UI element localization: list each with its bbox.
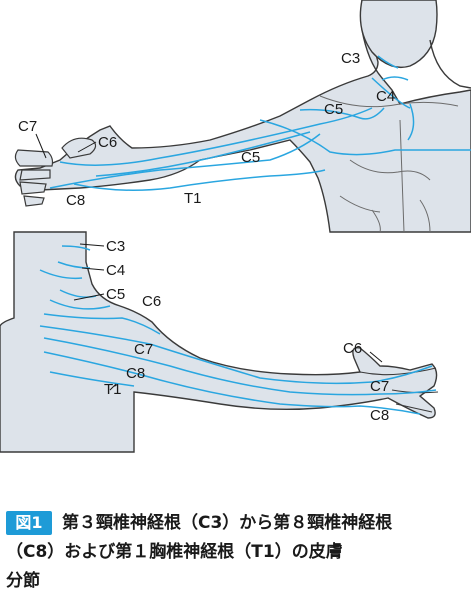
front-dermatome-lines (49, 55, 471, 191)
back-label-t1: T1 (104, 381, 122, 398)
front-hand (14, 137, 97, 207)
front-neck-right (429, 39, 471, 89)
back-label-c7-arm: C7 (134, 341, 153, 358)
figure-number-badge: 図1 (6, 511, 52, 535)
front-label-c5-arm: C5 (241, 149, 260, 166)
front-label-c4: C4 (376, 88, 395, 105)
front-label-c6: C6 (98, 134, 117, 151)
front-view: C3 C4 C5 C5 C6 C7 C8 T1 (14, 0, 471, 233)
caption-line-2: （C8）および第１胸椎神経根（T1）の皮膚 (6, 542, 343, 562)
back-label-c8-hand: C8 (370, 407, 389, 424)
front-label-c7: C7 (18, 118, 37, 135)
caption-text: 第３頸椎神経根（C3）から第８頸椎神経根 （C8）および第１胸椎神経根（T1）の… (6, 509, 462, 596)
back-leader-lines (73, 243, 383, 391)
back-view: C3 C4 C5 C6 C7 C8 T1 C6 C7 C8 (0, 231, 439, 453)
front-label-t1: T1 (184, 190, 202, 207)
dermatome-figure: C3 C4 C5 C5 C6 C7 C8 T1 C3 C4 C5 C6 (0, 0, 471, 453)
caption-line-1: 第３頸椎神経根（C3）から第８頸椎神経根 (62, 513, 393, 533)
back-label-c3: C3 (106, 238, 125, 255)
figure-caption: 図1 第３頸椎神経根（C3）から第８頸椎神経根 （C8）および第１胸椎神経根（T… (0, 505, 471, 602)
front-collarbone (319, 95, 459, 108)
front-head (359, 0, 438, 69)
front-chest-contour (339, 119, 431, 233)
back-label-c6-neck: C6 (142, 293, 161, 310)
front-leader-lines (35, 133, 97, 159)
front-label-c3: C3 (341, 50, 360, 67)
caption-line-3: 分節 (6, 571, 40, 591)
back-label-c6-hand: C6 (343, 340, 362, 357)
front-label-c5-shoulder: C5 (324, 101, 343, 118)
back-label-c7-hand: C7 (370, 378, 389, 395)
back-label-c5: C5 (106, 286, 125, 303)
front-label-c8: C8 (66, 192, 85, 209)
back-body (0, 231, 438, 453)
back-label-c4: C4 (106, 262, 125, 279)
back-label-c8-arm: C8 (126, 365, 145, 382)
